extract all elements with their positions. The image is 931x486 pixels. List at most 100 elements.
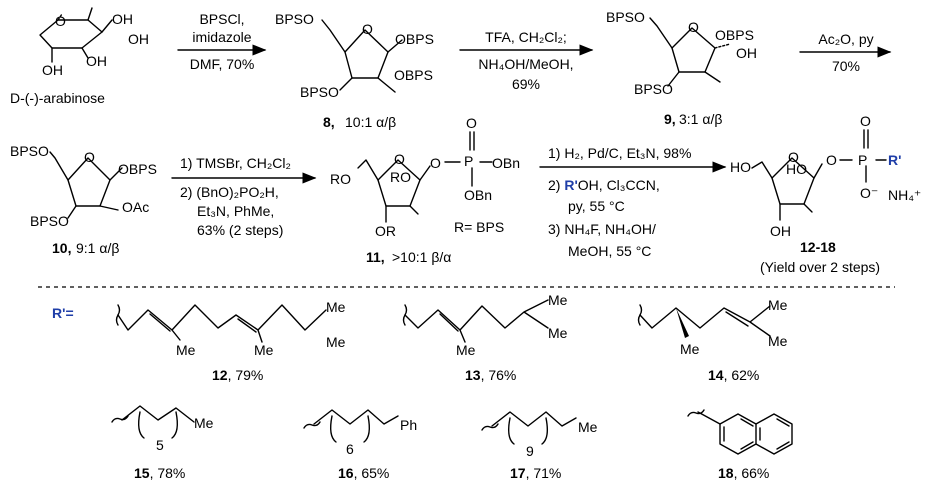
step1-reagent2: imidazole	[192, 29, 251, 45]
r12-me-3: Me	[176, 342, 196, 358]
cmpd9-group-1: BPSO	[606, 9, 645, 25]
rgroup-18-structure	[687, 409, 793, 455]
ring-oxygen: O	[84, 149, 95, 165]
r17-repeat: 9	[526, 443, 534, 459]
product-counterion: NH₄⁺	[888, 187, 921, 203]
r15-repeat: 5	[156, 437, 164, 453]
step4-line1: 1) TMSBr, CH₂Cl₂	[180, 155, 291, 171]
cmpd8-group-3: OBPS	[394, 67, 433, 83]
r16-caption: 16, 65%	[338, 465, 389, 481]
cmpd10-ratio: 9:1 α/β	[76, 240, 119, 256]
step5-line3: py, 55 °C	[568, 198, 625, 214]
cmpd11-group-ro1: RO	[330, 171, 351, 187]
r13-me-3: Me	[456, 342, 476, 358]
rgroup-13-structure	[402, 299, 549, 343]
r15-caption: 15, 78%	[134, 465, 185, 481]
step4-line3: Et₃N, PhMe,	[197, 203, 274, 219]
cmpd10-group-2: OBPS	[118, 161, 157, 177]
cmpd8-group-1: BPSO	[275, 11, 314, 27]
product-group-o: O	[826, 152, 837, 168]
arabinose-label: D-(-)-arabinose	[10, 90, 105, 106]
ring-oxygen: O	[55, 13, 66, 29]
cmpd8-number: 8,	[323, 114, 335, 130]
cmpd10-group-1: BPSO	[10, 143, 49, 159]
compound-12-18-structure: O	[751, 129, 887, 221]
step1-conditions: DMF, 70%	[190, 56, 255, 72]
step5-line4: 3) NH₄F, NH₄OH/	[548, 221, 656, 237]
product-group-r: R'	[888, 152, 901, 168]
oh-label-2: OH	[128, 31, 149, 47]
product-yield-note: (Yield over 2 steps)	[760, 259, 880, 275]
product-group-p: P	[858, 152, 867, 168]
cmpd11-group-o: O	[430, 155, 441, 171]
product-group-ho1: HO	[730, 159, 751, 175]
cmpd11-group-or: OR	[375, 223, 396, 239]
cmpd10-number: 10,	[52, 240, 71, 256]
rgroup-16-structure	[303, 409, 399, 443]
step5-line2: 2) R'OH, Cl₃CCN,	[548, 177, 660, 193]
ring-oxygen: O	[788, 149, 799, 165]
r14-caption: 14, 62%	[708, 367, 759, 383]
compound-8-structure: BPSO O	[321, 19, 403, 93]
r12-me-1: Me	[326, 299, 346, 315]
step3-yield: 70%	[832, 58, 860, 74]
cmpd8-ratio: 10:1 α/β	[345, 114, 396, 130]
ring-oxygen: O	[362, 21, 373, 37]
r13-me-1: Me	[548, 292, 568, 308]
cmpd9-ratio: 3:1 α/β	[679, 111, 722, 127]
cmpd8-group-4: BPSO	[300, 84, 339, 100]
oh-label-4: OH	[42, 62, 63, 78]
cmpd9-group-4: BPSO	[634, 81, 673, 97]
rgroup-15-structure	[111, 405, 195, 439]
r12-me-4: Me	[254, 342, 274, 358]
cmpd10-group-4: BPSO	[30, 213, 69, 229]
step5-line5: MeOH, 55 °C	[568, 243, 651, 259]
r18-caption: 18, 66%	[718, 465, 769, 481]
step4-line4: 63% (2 steps)	[197, 222, 283, 238]
r12-caption: 12, 79%	[212, 367, 263, 383]
r15-me: Me	[194, 415, 214, 431]
step1-reagent1: BPSCl,	[199, 11, 244, 27]
product-group-ho2: HO	[786, 161, 807, 177]
rgroup-14-structure	[637, 304, 771, 338]
cmpd11-r-def: R= BPS	[454, 219, 504, 235]
step2-reagent2: NH₄OH/MeOH,	[478, 56, 573, 72]
product-number: 12-18	[800, 239, 836, 255]
product-group-oxo: O	[860, 113, 871, 129]
r14-me-1: Me	[768, 297, 788, 313]
cmpd9-group-3: OH	[736, 45, 757, 61]
step5-line1: 1) H₂, Pd/C, Et₃N, 98%	[548, 145, 691, 161]
r13-me-2: Me	[548, 325, 568, 341]
oh-label-3: OH	[86, 53, 107, 69]
cmpd9-number: 9,	[664, 111, 676, 127]
r16-ph: Ph	[400, 417, 417, 433]
step4-line2: 2) (BnO)₂PO₂H,	[180, 184, 279, 200]
r14-me-3: Me	[680, 341, 700, 357]
cmpd11-group-oxo: O	[466, 115, 477, 131]
cmpd9-group-2: OBPS	[715, 27, 754, 43]
arabinose-structure: O OH OH OH OH	[39, 7, 149, 78]
r16-repeat: 6	[346, 441, 354, 457]
step2-reagent1: TFA, CH₂Cl₂;	[485, 29, 567, 45]
r12-me-2: Me	[326, 334, 346, 350]
cmpd11-group-obn1: OBn	[492, 155, 520, 171]
compound-11-structure: O	[357, 131, 493, 223]
rgroup-17-structure	[481, 411, 577, 445]
cmpd8-group-2: OBPS	[395, 31, 434, 47]
cmpd11-ratio: >10:1 β/α	[392, 249, 451, 265]
compound-9-structure: O	[649, 17, 731, 87]
oh-label-1: OH	[112, 11, 133, 27]
ring-oxygen: O	[394, 151, 405, 167]
cmpd11-group-obn2: OBn	[464, 187, 492, 203]
product-group-ominus: O⁻	[860, 185, 878, 201]
cmpd10-group-3: OAc	[122, 199, 149, 215]
cmpd11-group-ro2: RO	[390, 169, 411, 185]
step2-yield: 69%	[512, 76, 540, 92]
cmpd11-group-p: P	[464, 153, 473, 169]
ring-oxygen: O	[688, 19, 699, 35]
rgroup-12-structure	[115, 304, 327, 343]
rgroup-label: R'=	[52, 305, 74, 321]
product-group-oh: OH	[770, 223, 791, 239]
cmpd11-number: 11,	[366, 249, 385, 265]
